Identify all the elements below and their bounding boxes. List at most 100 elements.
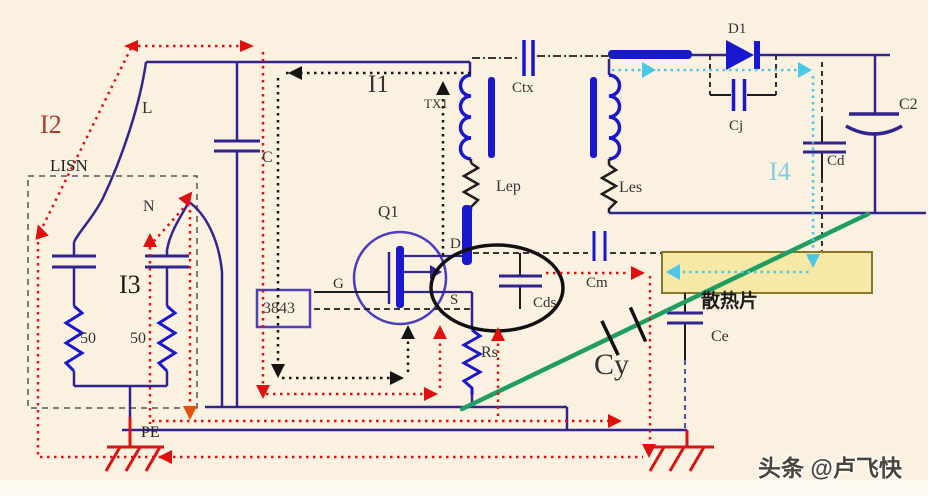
- arrow-up-icon: [178, 191, 193, 207]
- arrow-left-icon: [158, 450, 172, 464]
- label-c2: C2: [899, 96, 918, 113]
- label-cm: Cm: [586, 275, 608, 291]
- neutral-wire-right: [188, 200, 224, 407]
- red-path-lisn-vertical2: [153, 202, 192, 406]
- leakage-inductors: [461, 159, 619, 213]
- arrow-up-icon: [436, 81, 450, 95]
- cap-cd: [803, 62, 846, 252]
- red-path-primary-loop: [261, 52, 442, 396]
- les-inductor: [599, 159, 619, 213]
- cm-plates: [592, 231, 607, 261]
- ctx-leads: [472, 55, 608, 59]
- red-emi-loop-paths: [36, 44, 652, 459]
- arrow-right-icon: [390, 371, 404, 385]
- label-gate-g: G: [333, 276, 344, 292]
- arrow-right-icon: [798, 62, 812, 78]
- arrow-left-icon: [124, 40, 138, 52]
- watermark: 头条 @卢飞快: [758, 455, 902, 481]
- arrow-up-icon: [143, 233, 157, 247]
- arrow-right-icon: [240, 40, 254, 52]
- label-resistor1-value: 50: [80, 330, 96, 347]
- lisn-resistor1-50ohm: [63, 304, 85, 373]
- ac-input-wires: [72, 60, 687, 432]
- label-drain-d: D: [450, 236, 461, 252]
- channel-bar: [396, 246, 404, 308]
- rs-resistor: [460, 328, 484, 395]
- lisn-box: [27, 175, 198, 409]
- core-bar-right: [590, 77, 597, 158]
- transformer-tx1: [458, 50, 692, 161]
- controller-3843-box: [255, 288, 312, 329]
- label-resistor2-value: 50: [130, 330, 146, 347]
- diode-d1: [726, 40, 760, 70]
- label-bulk-cap-c: C: [262, 149, 273, 166]
- label-loop-i4: I4: [769, 157, 791, 186]
- arrow-down-icon: [256, 385, 270, 399]
- ce-plates: [667, 311, 703, 325]
- output-top-rail: [692, 53, 890, 213]
- drain-bar: [462, 205, 472, 265]
- red-path-diagonal-i2: [39, 47, 133, 231]
- red-path-cm-heatsink: [546, 271, 652, 443]
- d1-cathode-bar: [754, 41, 760, 69]
- c2-curved-plate: [845, 124, 903, 136]
- arrow-left-icon: [666, 264, 680, 280]
- secondary-rails: [609, 53, 926, 215]
- label-cds: Cds: [533, 295, 557, 311]
- label-cj: Cj: [729, 118, 744, 134]
- ctx-plates: [522, 40, 535, 76]
- label-les: Les: [619, 179, 643, 196]
- lisn-resistor2-50ohm: [156, 304, 178, 373]
- neutral-wire-left: [165, 201, 191, 251]
- lisn-dashed-border: [27, 175, 198, 409]
- label-ce: Ce: [711, 328, 729, 345]
- cyan-arrows: [642, 62, 820, 280]
- label-loop-i1: I1: [368, 71, 389, 98]
- label-ctx: Ctx: [512, 80, 534, 96]
- primary-winding: [458, 73, 472, 161]
- left-ground-icon: [104, 445, 164, 472]
- cyan-loop-i4-paths: [612, 68, 815, 274]
- cj-plates: [731, 79, 747, 111]
- arrow-right-icon: [424, 387, 438, 401]
- cy-plates: [600, 306, 648, 356]
- label-neutral-n: N: [143, 198, 155, 215]
- cds-highlight-ellipse: [429, 243, 565, 333]
- arrow-up-icon: [433, 325, 447, 339]
- label-pe: PE: [141, 424, 160, 441]
- label-lep: Lep: [496, 178, 521, 195]
- cap-cm: [592, 231, 607, 261]
- arrow-right-icon: [631, 266, 645, 280]
- black-arrows: [271, 66, 450, 385]
- arrow-left-icon: [288, 66, 302, 80]
- primary-ground-bus: [122, 405, 687, 432]
- arrow-up-icon: [491, 327, 505, 341]
- lisn-components: [52, 254, 189, 373]
- label-loop-i3: I3: [119, 270, 141, 299]
- secondary-winding: [608, 73, 622, 161]
- earth-green-wire: [459, 211, 871, 412]
- arrow-right-icon: [642, 62, 656, 78]
- label-source-s: S: [450, 292, 459, 308]
- label-controller-3843: 3843: [263, 300, 295, 317]
- cap-ce: [667, 293, 703, 428]
- bulk-cap-plates: [214, 139, 260, 153]
- bottom-strip: [0, 480, 928, 496]
- lisn-cap2: [145, 254, 189, 269]
- cap-c2: [845, 112, 903, 136]
- green-earth-line: [459, 211, 871, 412]
- label-lisn: LISN: [50, 156, 88, 175]
- arrow-down-icon: [271, 364, 285, 378]
- arrow-up-icon: [35, 224, 49, 240]
- label-cd: Cd: [827, 153, 845, 169]
- cap-ctx: [472, 40, 608, 76]
- d1-triangle: [726, 40, 754, 70]
- label-d1: D1: [728, 21, 747, 37]
- mosfet-q1: [314, 205, 484, 407]
- label-tx1: TX1: [424, 96, 448, 111]
- line-l-wire: [72, 61, 148, 243]
- lep-inductor: [461, 159, 481, 210]
- lisn-cap1: [52, 254, 96, 269]
- cj-dashed-links: [709, 55, 777, 95]
